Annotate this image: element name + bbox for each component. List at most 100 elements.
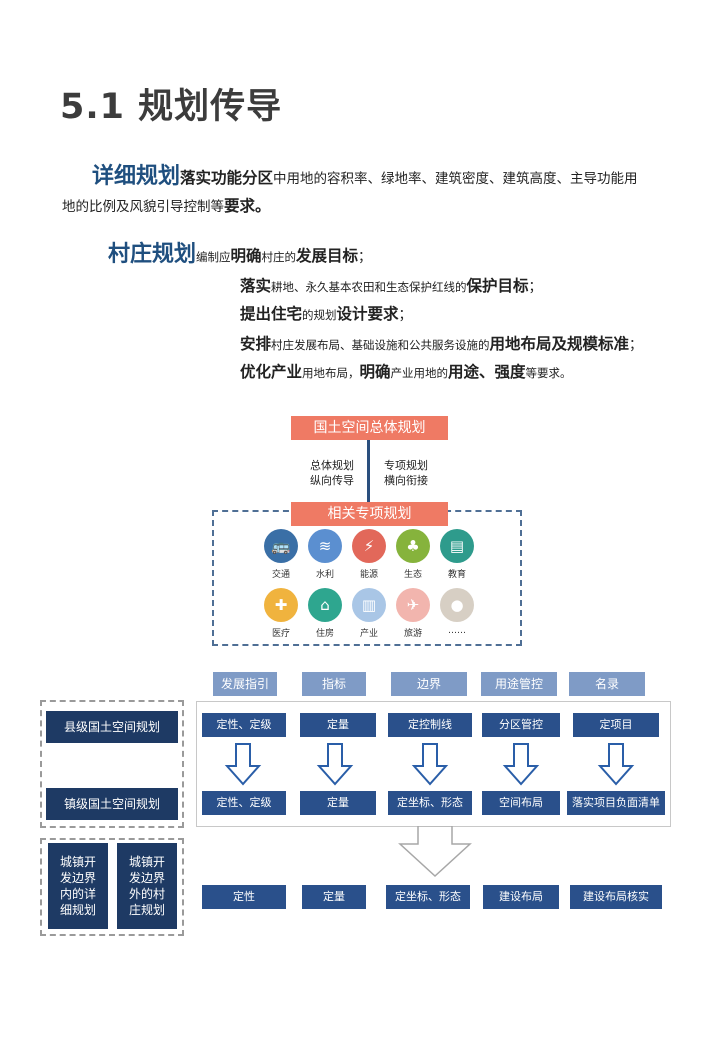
village-bold: 明确 [230, 247, 262, 265]
village-bold: 发展目标 [296, 247, 359, 265]
icon-label: 产业 [359, 629, 378, 639]
note-text: 专项规划 [384, 459, 428, 472]
village-text: 产业用地的 [390, 366, 449, 380]
village-bold: 保护目标 [466, 277, 529, 295]
detail-plan-line-2: 地的比例及风貌引导控制等要求。 [62, 194, 271, 216]
arrow-down-icon [502, 743, 540, 786]
village-bold: 落实 [240, 277, 272, 295]
village-text: ； [358, 249, 372, 265]
town-cell-1: 定性、定级 [202, 791, 286, 815]
category-indicator: 指标 [302, 672, 366, 696]
village-bold: 用地布局及规模标准 [489, 335, 630, 353]
detail-plan-text-2: 地的比例及风貌引导控制等 [62, 199, 224, 215]
village-plan-line-2: 提出住宅的规划设计要求； [240, 302, 412, 324]
detail-plan-text-1: 中用地的容积率、绿地率、建筑密度、建筑高度、主导功能用 [273, 171, 638, 187]
detail-plans-group [40, 838, 184, 936]
education-icon: ▤ [440, 529, 474, 563]
detail-plan-bold-1: 落实功能分区 [180, 169, 274, 187]
category-boundary: 边界 [391, 672, 467, 696]
special-plans-box: 相关专项规划 [291, 502, 448, 526]
category-guidance: 发展指引 [213, 672, 277, 696]
arrow-down-icon [224, 743, 262, 786]
housing-icon: ⌂ [308, 588, 342, 622]
more-icon: ● [440, 588, 474, 622]
village-plan-lead: 村庄规划 [108, 242, 197, 267]
town-plan-label: 镇级国土空间规划 [46, 788, 178, 820]
detail-plan-lead: 详细规划 [92, 164, 181, 189]
village-text: 的规划 [302, 308, 337, 322]
horizontal-link-note: 专项规划 横向衔接 [380, 458, 432, 488]
icon-label: 旅游 [403, 629, 422, 639]
icon-label: 医疗 [271, 629, 290, 639]
traffic-icon: 🚌 [264, 529, 298, 563]
arrow-down-icon [597, 743, 635, 786]
down-arrows [224, 743, 635, 786]
detail-cell-4: 建设布局 [483, 885, 559, 909]
master-plan-box: 国土空间总体规划 [291, 416, 448, 440]
detail-plan-line-1: 详细规划落实功能分区中用地的容积率、绿地率、建筑密度、建筑高度、主导功能用 [92, 158, 638, 190]
icon-label: 生态 [403, 570, 422, 580]
arrow-down-icon [411, 743, 449, 786]
county-plan-label: 县级国土空间规划 [46, 711, 178, 743]
arrow-down-icon [316, 743, 354, 786]
connector-line [367, 440, 370, 502]
village-text: ； [528, 279, 543, 295]
detail-plan-bold-2: 要求。 [224, 197, 271, 215]
town-cell-5: 落实项目负面清单 [567, 791, 665, 815]
outer-plan-text: 城镇开发边界外的村庄规划 [128, 855, 165, 917]
icon-label: 住房 [315, 629, 334, 639]
energy-icon: ⚡ [352, 529, 386, 563]
territorial-plans-group [40, 700, 184, 828]
inner-plan-text: 城镇开发边界内的详细规划 [59, 855, 96, 917]
detail-cell-2: 定量 [302, 885, 366, 909]
note-text: 总体规划 [310, 459, 354, 472]
village-bold: 优化产业 [240, 363, 303, 381]
water-icon: ≋ [308, 529, 342, 563]
big-down-arrow-icon [398, 826, 472, 878]
town-cell-4: 空间布局 [482, 791, 560, 815]
village-text: ； [629, 337, 643, 353]
note-text: 纵向传导 [310, 474, 354, 487]
county-cell-2: 定量 [300, 713, 376, 737]
village-text: 村庄发展布局、基础设施和公共服务设施的 [271, 338, 490, 352]
village-plan-line-3: 安排村庄发展布局、基础设施和公共服务设施的用地布局及规模标准； [240, 332, 643, 354]
icon-label: 水利 [315, 570, 334, 580]
village-bold: 明确 [359, 363, 391, 381]
village-plan-line-1: 落实耕地、永久基本农田和生态保护红线的保护目标； [240, 274, 542, 296]
vertical-transmission-note: 总体规划 纵向传导 [306, 458, 358, 488]
village-text: 等要求。 [525, 366, 572, 380]
village-bold: 用途、强度 [448, 363, 526, 381]
village-text: 耕地、永久基本农田和生态保护红线的 [271, 280, 467, 294]
category-directory: 名录 [569, 672, 645, 696]
medical-icon: ✚ [264, 588, 298, 622]
note-text: 横向衔接 [384, 474, 428, 487]
county-cell-4: 分区管控 [482, 713, 560, 737]
county-cell-1: 定性、定级 [202, 713, 286, 737]
icon-label: 交通 [271, 570, 290, 580]
village-plan-line-4: 优化产业用地布局，明确产业用地的用途、强度等要求。 [240, 360, 572, 382]
outer-village-plan-label: 城镇开发边界外的村庄规划 [117, 843, 177, 929]
village-bold: 提出住宅 [240, 305, 303, 323]
icon-label: 能源 [359, 570, 378, 580]
detail-cell-3: 定坐标、形态 [386, 885, 470, 909]
town-cell-3: 定坐标、形态 [388, 791, 472, 815]
county-cell-3: 定控制线 [388, 713, 472, 737]
industry-icon: ▥ [352, 588, 386, 622]
icon-label: 教育 [447, 570, 466, 580]
category-use-control: 用途管控 [481, 672, 557, 696]
village-plan-line-0: 村庄规划编制应明确村庄的发展目标； [108, 236, 372, 268]
county-cell-5: 定项目 [573, 713, 659, 737]
village-text: 村庄的 [261, 250, 297, 264]
icon-label: …… [448, 626, 466, 636]
detail-cell-5: 建设布局核实 [570, 885, 662, 909]
village-text: 编制应 [196, 250, 231, 264]
village-text: 用地布局， [302, 366, 360, 380]
inner-detail-plan-label: 城镇开发边界内的详细规划 [48, 843, 108, 929]
page-title: 5.1 规划传导 [60, 87, 283, 127]
town-cell-2: 定量 [300, 791, 376, 815]
tourism-icon: ✈ [396, 588, 430, 622]
ecology-icon: ♣ [396, 529, 430, 563]
detail-cell-1: 定性 [202, 885, 286, 909]
village-text: ； [398, 307, 413, 323]
village-bold: 安排 [240, 335, 272, 353]
